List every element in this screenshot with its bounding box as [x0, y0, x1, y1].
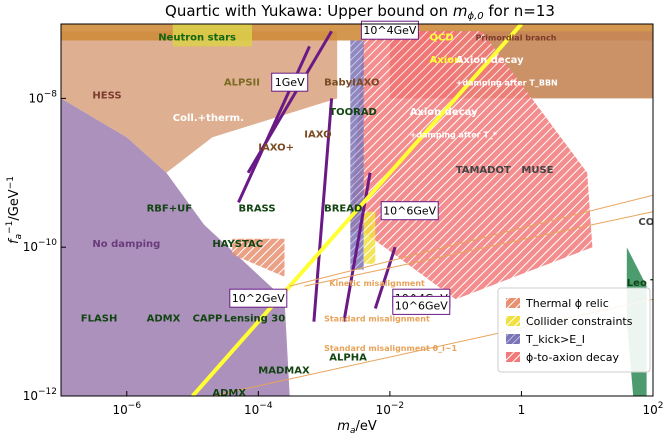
- annotation-primordial-branch-33: Primordial branch: [476, 34, 557, 43]
- legend-swatch-to-axion-decay: [506, 352, 520, 362]
- y-axis-ticks: 10−12 10−10 10−8: [23, 89, 66, 403]
- annotation-lensing-30-11: Lensing 30: [224, 314, 285, 325]
- mass-label-box-2: [380, 201, 439, 221]
- annotation-haystac-10: HAYSTAC: [212, 239, 263, 250]
- region-to-axion-decay-5: [350, 31, 593, 300]
- region-t-kick-e-i-6: [350, 40, 364, 270]
- annotation-standard-misalignment-23: Standard misalignment: [324, 315, 430, 324]
- x-tick-label-0: 10−6: [113, 401, 142, 417]
- annotation-madmax-16: MADMAX: [258, 366, 310, 377]
- mass-label-box-0: [360, 20, 419, 40]
- region-helioscope-9: [172, 24, 252, 47]
- annotation-admx-17: ADMX: [212, 388, 246, 399]
- annotation-babyiaxo-3: BabyIAXO: [324, 77, 379, 88]
- legend-label-collider-constraints: Collider constraints: [526, 315, 633, 328]
- y-axis-label: fa−1/GeV−1: [5, 176, 24, 244]
- annotation-muse-19: MUSE: [521, 165, 553, 176]
- mass-label-10-4gev-0: 10^4GeV: [363, 24, 417, 37]
- x-tick-label-1: 10−4: [244, 401, 273, 417]
- legend-label-t-kick-e-i: T_kick>E_I: [525, 333, 585, 346]
- annotation-bread-9: BREAD: [324, 204, 362, 215]
- annotation-core-20: CORE: [638, 217, 664, 228]
- annotation-axion-decay-31: Axion decay: [410, 107, 478, 118]
- annotation-admx-13: ADMX: [147, 314, 181, 325]
- region-layer: [61, 24, 653, 396]
- annotation-standard-misalignment-i-1-24: Standard misalignment θ_i~1: [324, 344, 457, 353]
- annotation-iaxo-5: IAXO+: [258, 142, 294, 153]
- x-axis-ticks: 10−6 10−4 10−2 1 102: [113, 391, 664, 417]
- annotation-neutron-stars-0: Neutron stars: [158, 33, 236, 44]
- annotation-toorad-6: TOORAD: [329, 107, 377, 118]
- annotation-damping-after-t-bbn-30: +damping after T_BBN: [456, 78, 558, 87]
- annotation-alpha-15: ALPHA: [329, 353, 367, 364]
- annotation-qcd-25: QCD: [430, 33, 454, 44]
- region-thermal-relic-8: [232, 238, 285, 277]
- x-axis-label: ma/eV: [337, 419, 377, 436]
- line-kinetic-misalignment-8: [289, 194, 653, 287]
- annotation-leo-t-heating-21: Leo T heating: [627, 278, 664, 289]
- legend-swatch-t-kick-e-i: [506, 334, 520, 344]
- annotation-axion-26: Axion: [430, 55, 462, 66]
- x-tick-label-2: 10−2: [376, 401, 405, 417]
- region-coll-therm-1: [61, 31, 338, 173]
- annotation-kinetic-misalignment-22: Kinetic misalignment: [329, 279, 425, 288]
- plot-frame: [60, 23, 654, 397]
- x-tick-label-3: 1: [518, 403, 526, 417]
- line-10-4-gev-low-4: [373, 246, 397, 309]
- chart-title: Quartic with Yukawa: Upper bound on mϕ,0…: [165, 2, 555, 22]
- annotation-coll-therm-28: Coll.+therm.: [173, 113, 244, 124]
- annotation-tamadot-18: TAMADOT: [456, 165, 511, 176]
- legend-label-to-axion-decay: ϕ-to-axion decay: [526, 351, 619, 364]
- annotation-iaxo-4: IAXO: [304, 129, 331, 140]
- legend-label-thermal-relic: Thermal ϕ relic: [525, 297, 609, 310]
- line-1gev-1: [237, 45, 311, 204]
- legend-swatch-thermal-relic: [506, 298, 520, 308]
- legend-box: [497, 287, 651, 373]
- annotation-axion-decay-29: Axion decay: [456, 55, 524, 66]
- x-tick-label-4: 102: [642, 401, 663, 417]
- annotation-flash-12: FLASH: [81, 314, 118, 325]
- annotation-rbf-uf-7: RBF+UF: [147, 204, 192, 215]
- legend-swatch-collider-constraints: [506, 316, 520, 326]
- mass-label-10-2gev-3: 10^2GeV: [232, 292, 286, 305]
- y-tick-label-0: 10−12: [23, 387, 57, 403]
- mass-label-10-6gev-5: 10^6GeV: [395, 299, 449, 312]
- line-qcd-axion-5: [191, 24, 523, 396]
- y-tick-label-2: 10−8: [28, 89, 57, 105]
- mass-label-box-3: [229, 288, 288, 308]
- line-10-2-gev-2: [312, 98, 334, 322]
- mass-label-box-5: [392, 295, 451, 315]
- line-standard-misalignment-6: [304, 211, 653, 287]
- annotation-no-damping-27: No damping: [92, 239, 160, 250]
- mass-label-10-6gev-2: 10^6GeV: [383, 205, 437, 218]
- annotation-hess-1: HESS: [92, 90, 121, 101]
- annotation-damping-after-t-32: +damping after T_*: [410, 130, 498, 139]
- mass-label-1gev-1: 1GeV: [275, 76, 305, 89]
- y-tick-label-1: 10−10: [23, 238, 58, 254]
- annotation-alpsii-2: ALPSII: [224, 77, 260, 88]
- mass-label-box-1: [271, 72, 309, 92]
- region-collider-constraints-7: [363, 211, 376, 264]
- annotation-capp-14: CAPP: [193, 314, 223, 325]
- region-no-damping-0: [61, 98, 290, 396]
- annotation-brass-8: BRASS: [239, 204, 276, 215]
